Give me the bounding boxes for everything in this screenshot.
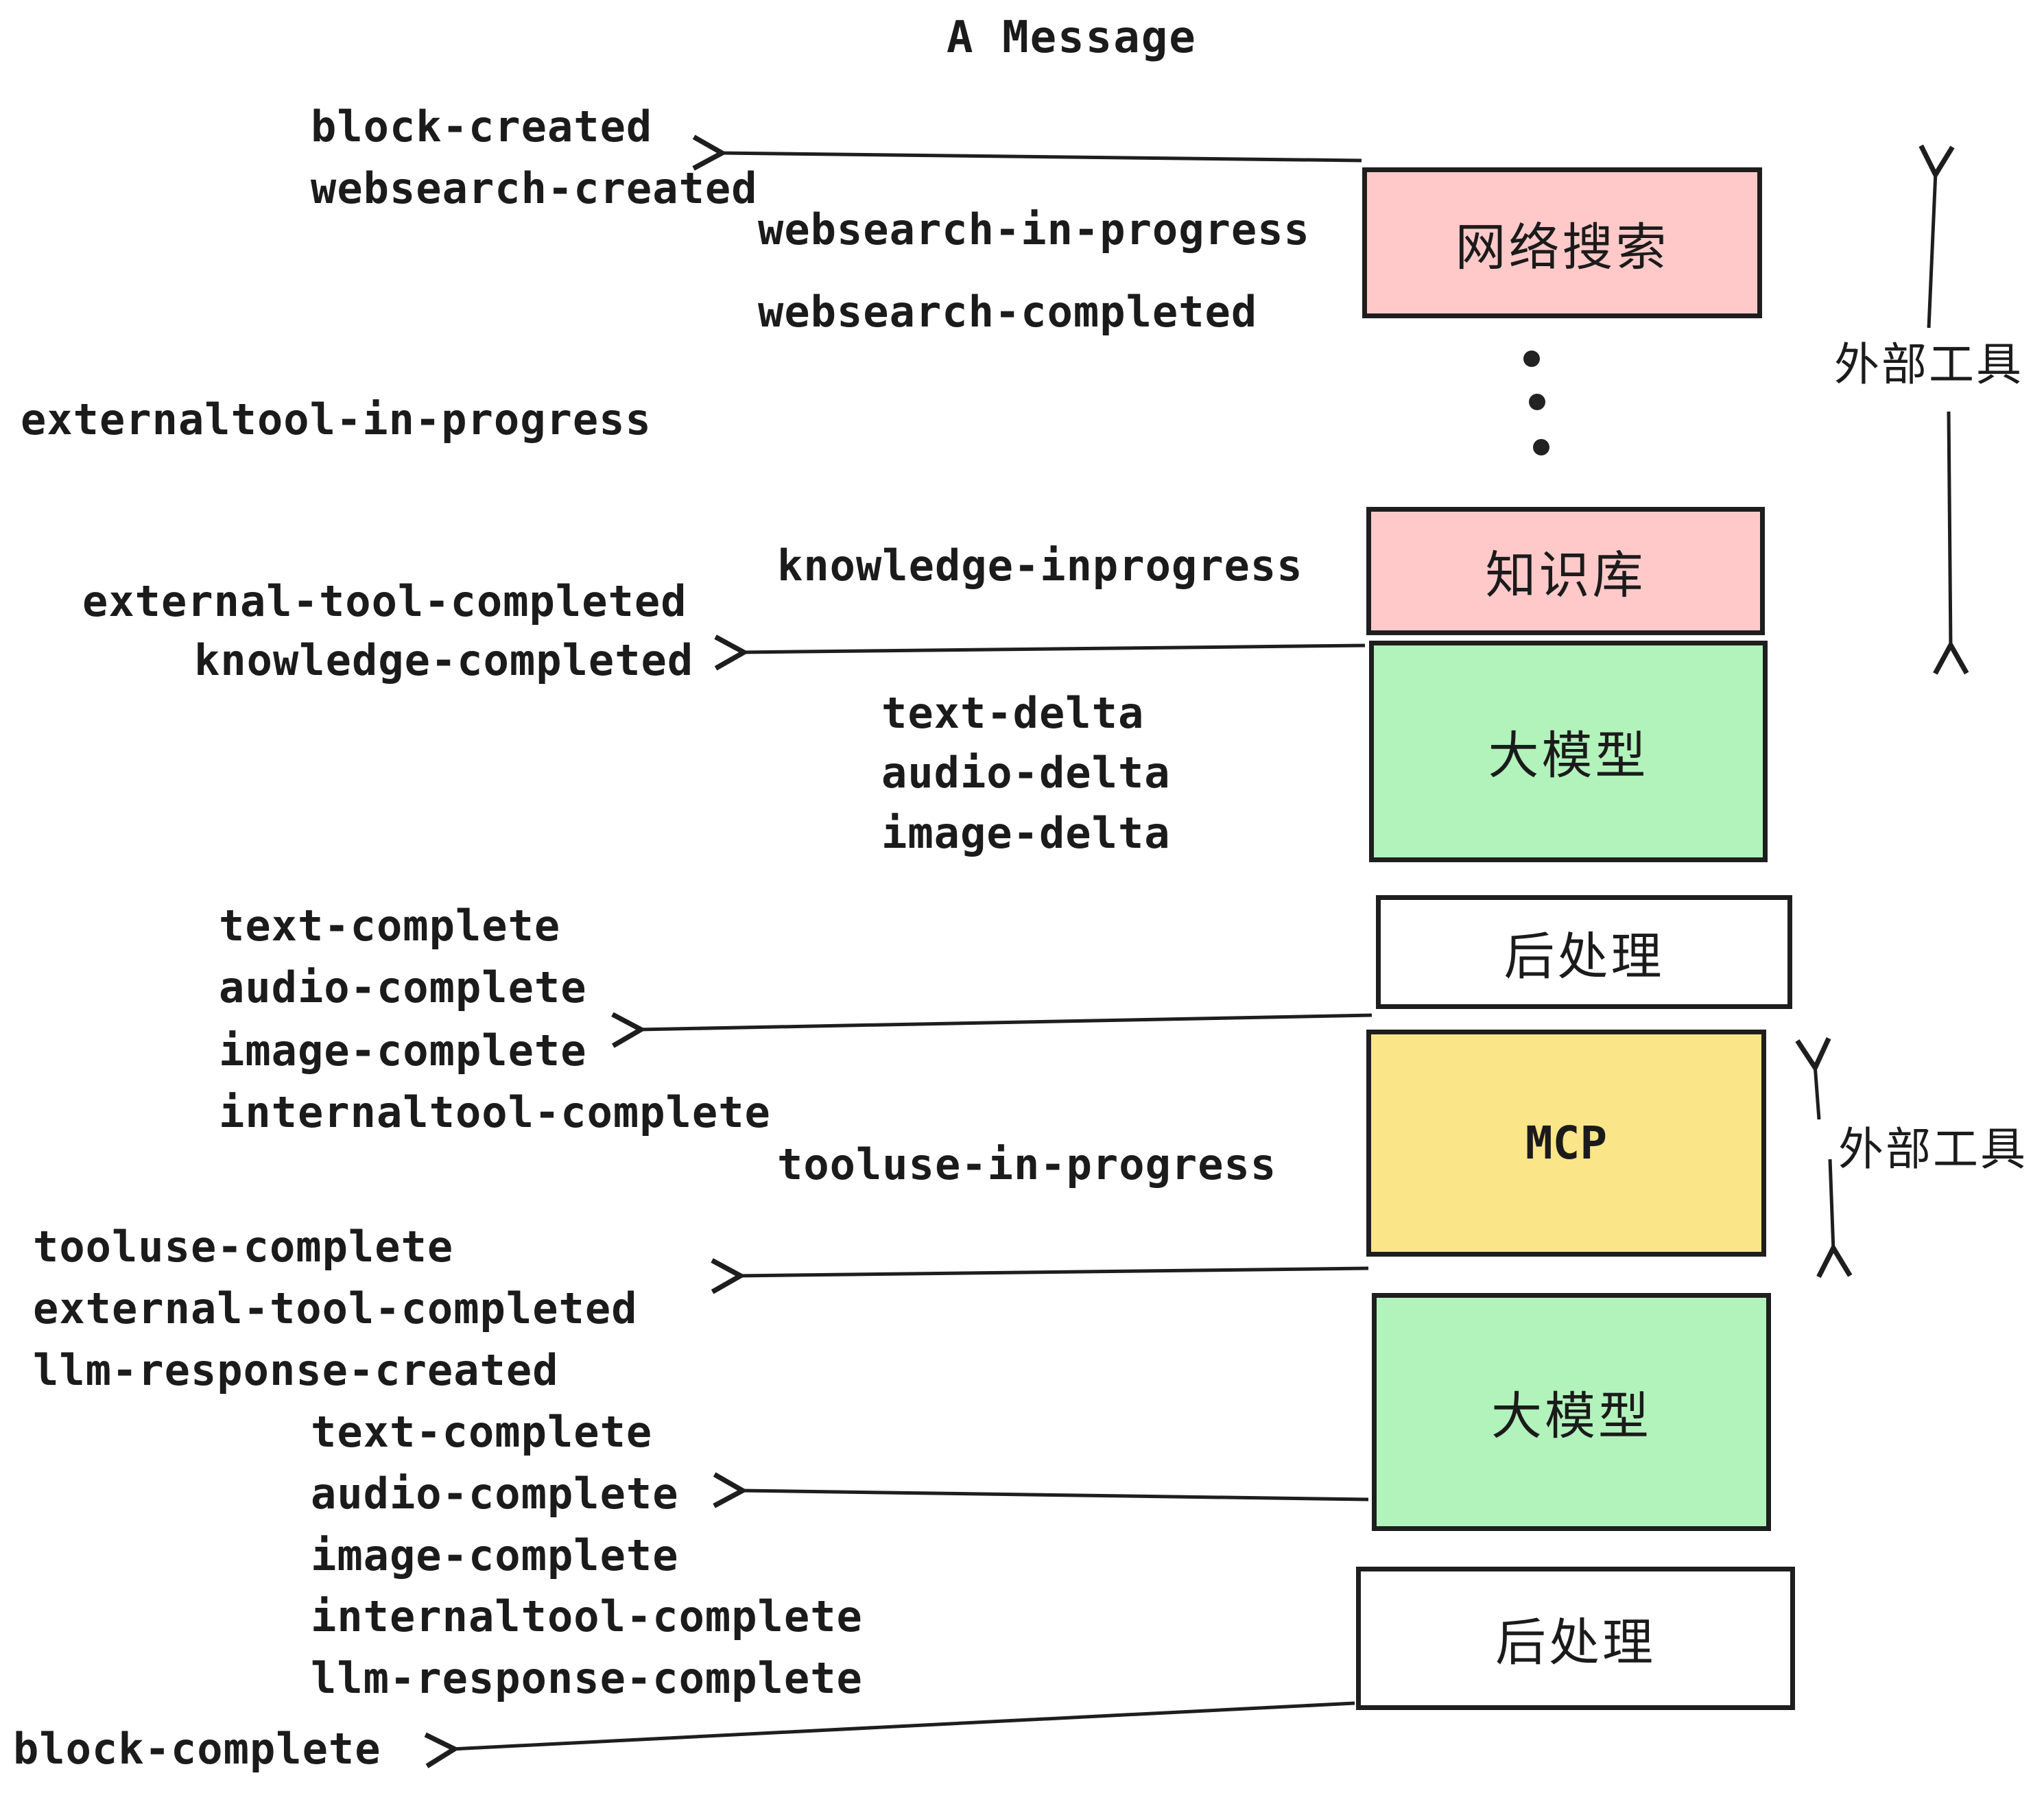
event-external-tool-completed-2: external-tool-completed: [33, 1283, 638, 1333]
event-external-tool-completed: external-tool-completed: [82, 576, 687, 626]
node-llm-1: 大模型: [1369, 641, 1768, 862]
external-tools-2-down-arrow: [1830, 1159, 1833, 1251]
event-text-delta: text-delta: [881, 688, 1145, 738]
event-externaltool-in-progress: externaltool-in-progress: [21, 394, 652, 444]
event-websearch-created: websearch-created: [311, 163, 758, 213]
external-tools-1-down-arrow: [1949, 411, 1951, 648]
event-image-delta: image-delta: [881, 808, 1171, 858]
event-audio-delta: audio-delta: [881, 748, 1171, 798]
external-tools-1-up-arrow: [1929, 171, 1936, 329]
node-llm-1-label: 大模型: [1488, 727, 1649, 784]
node-postprocess-1-label: 后处理: [1504, 927, 1665, 985]
event-block-created: block-created: [311, 102, 653, 152]
arrow-to-knowledge-completed: [741, 645, 1366, 652]
arrow-to-audio-complete: [739, 1491, 1369, 1499]
event-knowledge-completed: knowledge-completed: [194, 635, 694, 685]
event-websearch-in-progress: websearch-in-progress: [758, 204, 1310, 254]
node-llm-2: 大模型: [1372, 1293, 1771, 1531]
event-tooluse-complete: tooluse-complete: [33, 1222, 454, 1272]
node-websearch: 网络搜索: [1362, 167, 1762, 318]
arrow-to-external-tool-completed: [737, 1268, 1369, 1276]
external-tools-label-1: 外部工具: [1834, 339, 2023, 390]
event-audio-complete: audio-complete: [219, 962, 587, 1012]
event-image-complete-2: image-complete: [311, 1530, 679, 1580]
event-text-complete-2: text-complete: [311, 1407, 653, 1457]
node-mcp-label: MCP: [1525, 1117, 1608, 1170]
node-knowledge: 知识库: [1366, 507, 1765, 635]
arrow-to-block-complete: [451, 1701, 1355, 1749]
event-knowledge-inprogress: knowledge-inprogress: [777, 541, 1303, 591]
node-mcp: MCP: [1366, 1030, 1766, 1257]
event-llm-response-complete: llm-response-complete: [311, 1653, 863, 1703]
event-llm-response-created: llm-response-created: [33, 1345, 559, 1395]
event-text-complete: text-complete: [219, 901, 561, 951]
event-block-complete: block-complete: [13, 1724, 381, 1774]
node-knowledge-label: 知识库: [1485, 547, 1646, 604]
diagram-title: A Message: [947, 12, 1197, 63]
node-postprocess-2: 后处理: [1356, 1567, 1795, 1710]
event-websearch-completed: websearch-completed: [758, 287, 1258, 337]
node-postprocess-2-label: 后处理: [1495, 1614, 1656, 1671]
node-postprocess-1: 后处理: [1376, 895, 1792, 1009]
arrow-to-image-complete: [638, 1015, 1372, 1030]
event-internaltool-complete-2: internaltool-complete: [311, 1591, 863, 1641]
external-tools-label-2: 外部工具: [1838, 1124, 2028, 1174]
event-internaltool-complete: internaltool-complete: [219, 1087, 771, 1137]
arrow-to-block-created: [719, 153, 1362, 161]
vertical-ellipsis-dots: [1523, 351, 1549, 455]
external-tools-2-up-arrow: [1815, 1065, 1819, 1120]
event-image-complete: image-complete: [219, 1025, 587, 1076]
event-tooluse-in-progress: tooluse-in-progress: [777, 1139, 1277, 1189]
node-llm-2-label: 大模型: [1491, 1388, 1652, 1445]
node-websearch-label: 网络搜索: [1455, 218, 1669, 276]
event-audio-complete-2: audio-complete: [311, 1469, 679, 1519]
